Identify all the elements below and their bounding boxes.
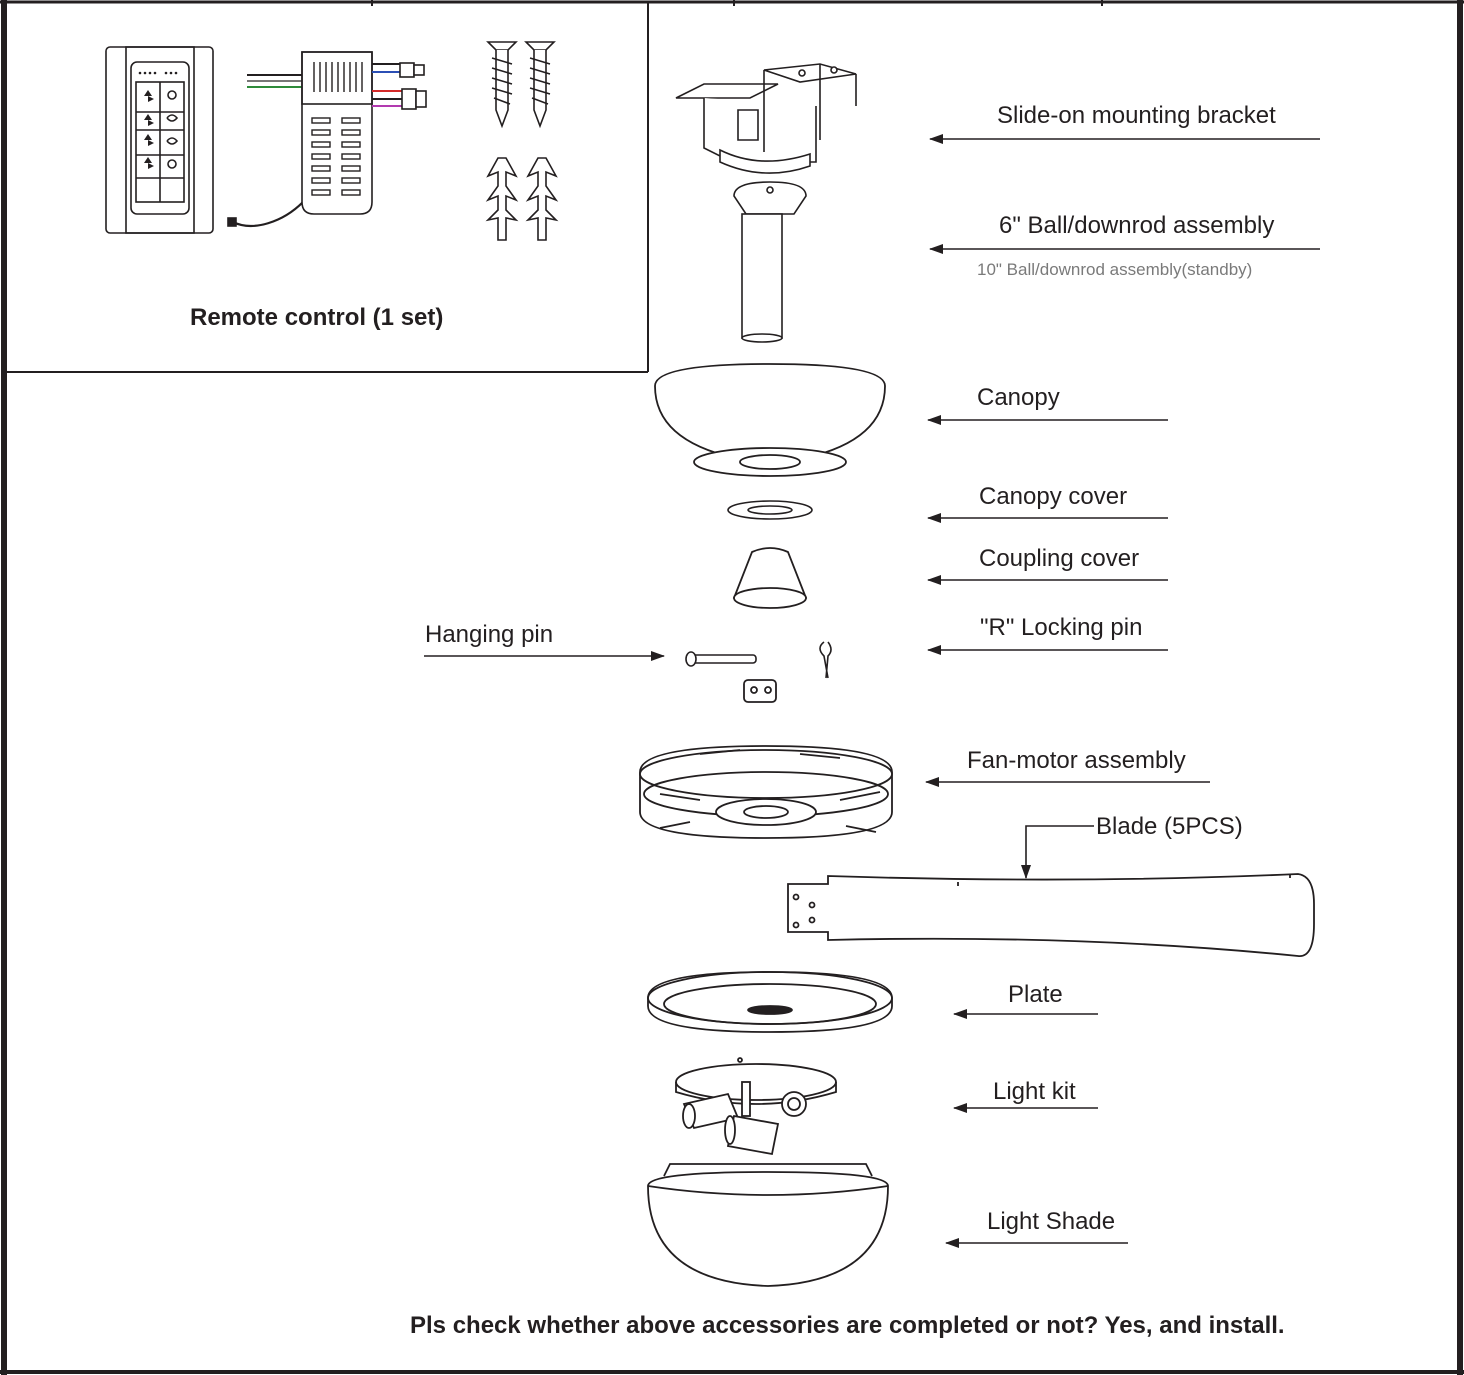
- canopy-cover-illustration: [727, 500, 813, 520]
- mounting-bracket-label: Slide-on mounting bracket: [997, 102, 1276, 129]
- light-kit-label: Light kit: [993, 1078, 1076, 1105]
- hanging-pin-label: Hanging pin: [425, 621, 554, 648]
- blade-illustration: [787, 873, 1315, 957]
- fan-motor-label: Fan-motor assembly: [967, 747, 1186, 774]
- canopy-cover-label: Canopy cover: [979, 483, 1128, 510]
- downrod-standby-label: 10" Ball/downrod assembly(standby): [977, 260, 1253, 279]
- footer-note: Pls check whether above accessories are …: [410, 1312, 1285, 1339]
- light-kit-illustration: [675, 1057, 837, 1156]
- locking-pin-label: "R" Locking pin: [980, 614, 1143, 641]
- downrod-illustration: [733, 181, 807, 343]
- coupling-cover-label: Coupling cover: [979, 545, 1140, 572]
- plate-label: Plate: [1008, 981, 1063, 1008]
- canopy-illustration: [654, 363, 886, 477]
- mounting-bracket-illustration: [675, 63, 857, 174]
- light-shade-illustration: [647, 1163, 889, 1287]
- leader-arrows: [424, 134, 1320, 1248]
- coupling-cover-illustration: [732, 547, 808, 609]
- fan-motor-illustration: [639, 679, 893, 839]
- remote-control-box: [4, 2, 649, 373]
- light-shade-label: Light Shade: [987, 1208, 1116, 1235]
- remote-control-label: Remote control (1 set): [190, 304, 444, 331]
- canopy-label: Canopy: [977, 384, 1060, 411]
- plate-illustration: [647, 971, 893, 1033]
- receiver-illustration: [247, 51, 427, 215]
- blade-label: Blade (5PCS): [1096, 813, 1243, 840]
- wall-remote-illustration: [105, 46, 304, 234]
- screws-anchors-illustration: [485, 41, 559, 241]
- downrod-label: 6" Ball/downrod assembly: [999, 212, 1275, 239]
- pins-illustration: [685, 641, 832, 679]
